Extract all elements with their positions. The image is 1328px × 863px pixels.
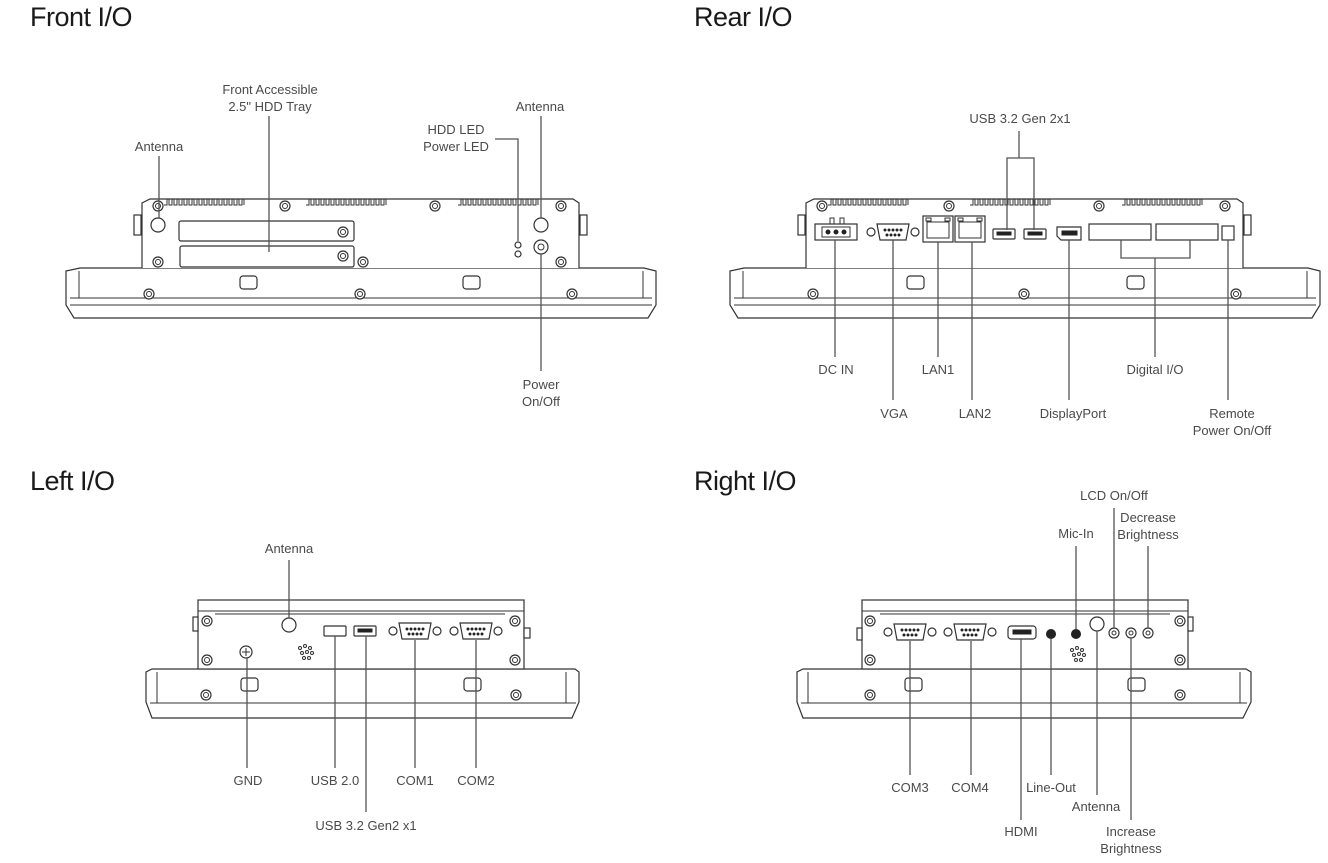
hdmi-port bbox=[1007, 625, 1037, 640]
dc-in-port bbox=[814, 217, 858, 241]
rear-dc-in-label: DC IN bbox=[818, 362, 854, 377]
antenna-left-port bbox=[150, 217, 166, 233]
speaker-grille bbox=[298, 644, 314, 660]
decrease-brightness-button bbox=[1142, 627, 1154, 639]
right-increase-brightness-label: Increase Brightness bbox=[1100, 824, 1162, 856]
rear-remote-power-label: Remote Power On/Off bbox=[1192, 406, 1272, 438]
front-io-title: Front I/O bbox=[30, 2, 133, 32]
right-io-title: Right I/O bbox=[694, 466, 797, 496]
left-io-title: Left I/O bbox=[30, 466, 115, 496]
rear-io-device bbox=[729, 131, 1321, 400]
front-antenna-left-label: Antenna bbox=[134, 139, 184, 154]
right-antenna-port bbox=[1089, 616, 1105, 632]
increase-brightness-button bbox=[1125, 627, 1137, 639]
rear-lan2-label: LAN2 bbox=[958, 406, 992, 421]
rear-vga-label: VGA bbox=[880, 406, 908, 421]
usb32-port-1 bbox=[992, 228, 1016, 240]
right-antenna-label: Antenna bbox=[1071, 799, 1121, 814]
digital-io-block bbox=[1088, 223, 1219, 241]
usb32-port bbox=[353, 625, 377, 637]
right-line-out-label: Line-Out bbox=[1026, 780, 1076, 795]
hdd-led bbox=[514, 241, 522, 249]
front-antenna-right-label: Antenna bbox=[515, 99, 565, 114]
left-antenna-label: Antenna bbox=[264, 541, 314, 556]
front-hdd-tray-label: Front Accessible 2.5" HDD Tray bbox=[222, 82, 318, 114]
right-com4-label: COM4 bbox=[951, 780, 989, 795]
usb32-port-2 bbox=[1023, 228, 1047, 240]
antenna-right-port bbox=[533, 217, 549, 233]
left-io-device bbox=[145, 560, 580, 812]
rear-displayport-label: DisplayPort bbox=[1039, 406, 1107, 421]
remote-power-connector bbox=[1221, 225, 1235, 241]
right-speaker-grille bbox=[1070, 646, 1086, 662]
line-out-jack bbox=[1046, 629, 1056, 639]
rear-lan1-label: LAN1 bbox=[921, 362, 955, 377]
right-io-device bbox=[796, 508, 1252, 820]
right-decrease-brightness-label: Decrease Brightness bbox=[1117, 510, 1179, 542]
displayport-port bbox=[1056, 226, 1082, 241]
left-antenna-port bbox=[281, 617, 297, 633]
left-usb20-label: USB 2.0 bbox=[310, 773, 360, 788]
lan2-port bbox=[954, 215, 986, 243]
hdd-tray-lower bbox=[179, 245, 355, 268]
right-mic-in-label: Mic-In bbox=[1058, 526, 1094, 541]
right-lcd-onoff-label: LCD On/Off bbox=[1080, 488, 1148, 503]
right-com3-label: COM3 bbox=[891, 780, 929, 795]
front-io-device bbox=[65, 116, 657, 371]
left-usb32-label: USB 3.2 Gen2 x1 bbox=[315, 818, 417, 833]
mic-in-jack bbox=[1071, 629, 1081, 639]
lcd-onoff-button bbox=[1108, 627, 1120, 639]
lan1-port bbox=[922, 215, 954, 243]
left-com2-label: COM2 bbox=[457, 773, 495, 788]
rear-digital-io-label: Digital I/O bbox=[1126, 362, 1184, 377]
rear-io-title: Rear I/O bbox=[694, 2, 793, 32]
hdd-tray-upper bbox=[178, 220, 355, 242]
front-power-label: Power On/Off bbox=[521, 377, 561, 409]
power-led bbox=[514, 250, 522, 258]
rear-usb32-label: USB 3.2 Gen 2x1 bbox=[969, 111, 1071, 126]
front-hdd-power-led-label: HDD LED Power LED bbox=[423, 122, 489, 154]
left-com1-label: COM1 bbox=[396, 773, 434, 788]
usb20-port bbox=[323, 625, 347, 637]
gnd-screw bbox=[239, 645, 253, 659]
left-gnd-label: GND bbox=[233, 773, 263, 788]
right-hdmi-label: HDMI bbox=[1004, 824, 1038, 839]
